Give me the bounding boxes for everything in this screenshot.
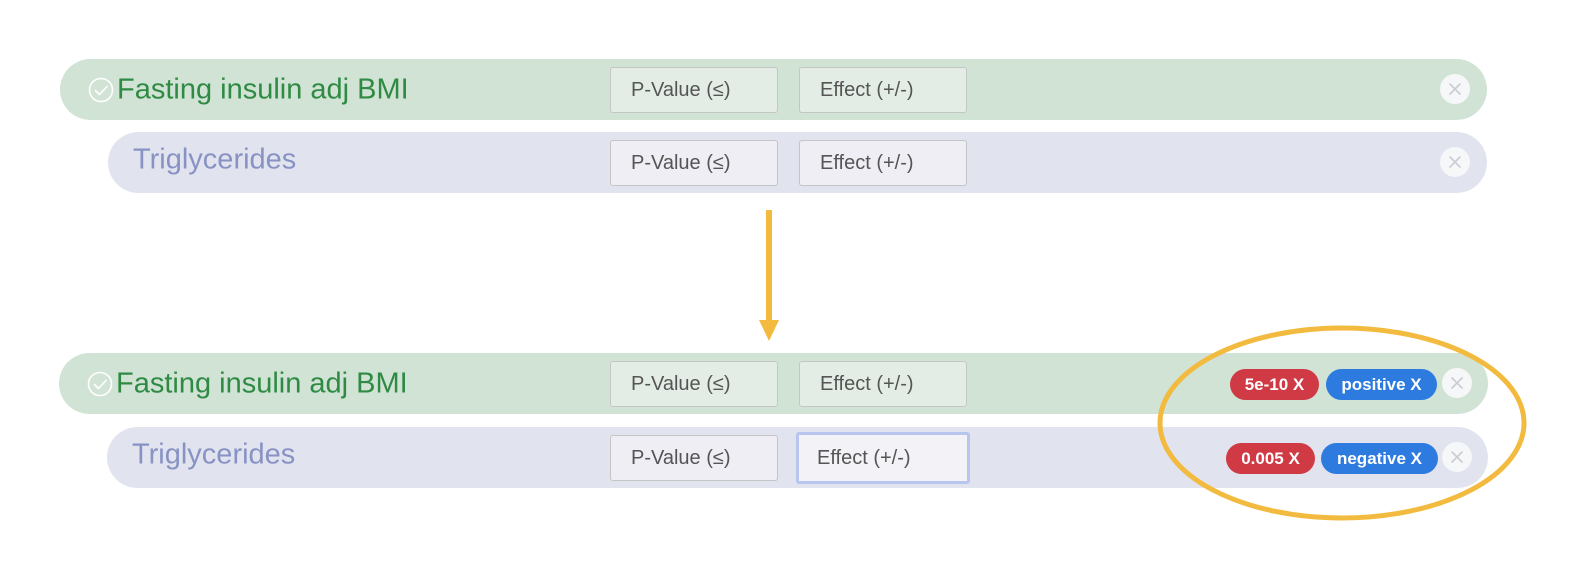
effect-filter-tag[interactable]: positive X <box>1326 369 1437 400</box>
check-circle-icon[interactable] <box>87 371 113 397</box>
remove-trait-button[interactable] <box>1442 368 1472 398</box>
check-circle-icon[interactable] <box>88 77 114 103</box>
effect-filter-tag[interactable]: negative X <box>1321 443 1438 474</box>
trait-name: Triglycerides <box>133 143 297 175</box>
effect-input[interactable]: Effect (+/-) <box>799 67 967 113</box>
trait-name: Triglycerides <box>132 438 296 470</box>
close-icon <box>1449 83 1461 95</box>
pvalue-input[interactable]: P-Value (≤) <box>610 435 778 481</box>
remove-trait-button[interactable] <box>1440 147 1470 177</box>
down-arrow-icon <box>759 210 779 341</box>
close-icon <box>1449 156 1461 168</box>
primary-trait-row-after: Fasting insulin adj BMI P-Value (≤) Effe… <box>59 353 1488 414</box>
close-icon <box>1451 377 1463 389</box>
pvalue-input[interactable]: P-Value (≤) <box>610 361 778 407</box>
trait-name: Fasting insulin adj BMI <box>116 367 408 399</box>
effect-input[interactable]: Effect (+/-) <box>796 432 970 484</box>
effect-input[interactable]: Effect (+/-) <box>799 361 967 407</box>
pvalue-input[interactable]: P-Value (≤) <box>610 140 778 186</box>
pvalue-input[interactable]: P-Value (≤) <box>610 67 778 113</box>
remove-trait-button[interactable] <box>1442 442 1472 472</box>
trait-name: Fasting insulin adj BMI <box>117 73 409 105</box>
secondary-trait-row-before: Triglycerides P-Value (≤) Effect (+/-) <box>108 132 1487 193</box>
pvalue-filter-tag[interactable]: 5e-10 X <box>1230 369 1319 400</box>
remove-trait-button[interactable] <box>1440 74 1470 104</box>
primary-trait-row-before: Fasting insulin adj BMI P-Value (≤) Effe… <box>60 59 1487 120</box>
close-icon <box>1451 451 1463 463</box>
effect-input[interactable]: Effect (+/-) <box>799 140 967 186</box>
secondary-trait-row-after: Triglycerides P-Value (≤) Effect (+/-) 0… <box>107 427 1488 488</box>
pvalue-filter-tag[interactable]: 0.005 X <box>1226 443 1315 474</box>
